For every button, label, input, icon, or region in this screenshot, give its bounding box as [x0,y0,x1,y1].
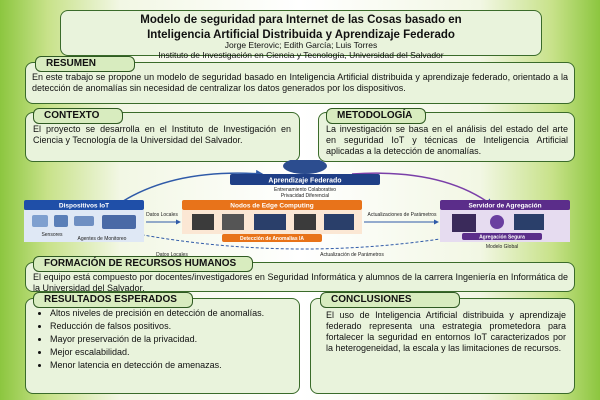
resultados-box [25,298,300,394]
arc-left [116,169,264,206]
deteccion-label: Detección de Anomalías IA [240,236,304,242]
formacion-heading: FORMACIÓN DE RECURSOS HUMANOS [33,256,253,272]
agregacion-label: Agregación Segura [479,235,525,241]
architecture-diagram: Aprendizaje Federado Entrenamiento Colab… [24,160,570,258]
iot-label: Dispositivos IoT [59,203,109,210]
arc-right [351,172,494,206]
federated-label: Aprendizaje Federado [268,178,341,185]
federated-sub1: Entrenamiento Colaborativo [274,187,336,193]
contexto-text: El proyecto se desarrolla en el Institut… [33,124,291,145]
conclusiones-text: El uso de Inteligencia Artificial distri… [326,310,566,353]
edge-header [182,200,362,210]
metodologia-heading: METODOLOGÍA [326,108,426,124]
actualizaciones-label: Actualizaciones de Parámetros [368,212,437,218]
resumen-heading: RESUMEN [35,56,135,72]
resultado-item: Menor latencia en detección de amenazas. [50,360,291,371]
edge-label: Nodos de Edge Computing [230,203,313,210]
resultado-item: Reducción de falsos positivos. [50,321,291,332]
resumen-text: En este trabajo se propone un modelo de … [32,72,568,93]
server-label: Servidor de Agregación [468,203,541,210]
resultados-heading: RESULTADOS ESPERADOS [33,292,193,308]
conclusiones-box [310,298,575,394]
deteccion-bar [222,234,322,242]
server-rack-icon-1 [192,214,214,230]
resultados-list: Altos niveles de precisión en detección … [36,308,291,373]
sensores-label: Sensores [41,232,63,238]
contexto-heading: CONTEXTO [33,108,123,124]
sensor-icon [32,215,48,227]
metodologia-text: La investigación se basa en el análisis … [326,124,568,156]
iot-header [24,200,144,210]
federated-banner [230,174,380,185]
poster-title-line2: Inteligencia Artificial Distribuida y Ap… [147,29,455,41]
formacion-text: El equipo está compuesto por docentes/in… [33,272,568,293]
institution: Instituto de Investigación en Ciencia y … [158,49,444,60]
agregacion-bar [462,233,542,240]
title-box: Modelo de seguridad para Internet de las… [60,10,542,59]
chart-screen-icon [324,214,354,230]
server-rack-icon-2 [222,214,244,230]
brain-cloud-icon [283,160,327,174]
resultado-item: Mejor escalabilidad. [50,347,291,358]
monitor-icon [102,215,136,229]
agentes-label: Agentes de Monitoreo [78,236,127,242]
shield-icon [490,215,504,229]
server-header [440,200,570,210]
aggregator-server-icon [452,214,476,232]
router-icon [74,216,94,226]
global-model-icon [514,214,544,230]
dashboard-icon [254,214,286,230]
modelo-global-label: Modelo Global [486,244,518,250]
camera-icon [54,215,68,227]
datos-locales-top: Datos Locales [146,212,178,218]
datos-locales-bottom: Datos Locales [156,252,188,258]
poster-title-line1: Modelo de seguridad para Internet de las… [140,14,462,26]
federated-sub2: Privacidad Diferencial [281,193,329,199]
authors: Jorge Eterovic; Edith García; Luis Torre… [224,40,378,50]
conclusiones-heading: CONCLUSIONES [320,292,460,308]
resultado-item: Altos niveles de precisión en detección … [50,308,291,319]
server-rack-icon-3 [294,214,316,230]
resultado-item: Mayor preservación de la privacidad. [50,334,291,345]
actualizacion-param-label: Actualización de Parámetros [320,252,384,258]
